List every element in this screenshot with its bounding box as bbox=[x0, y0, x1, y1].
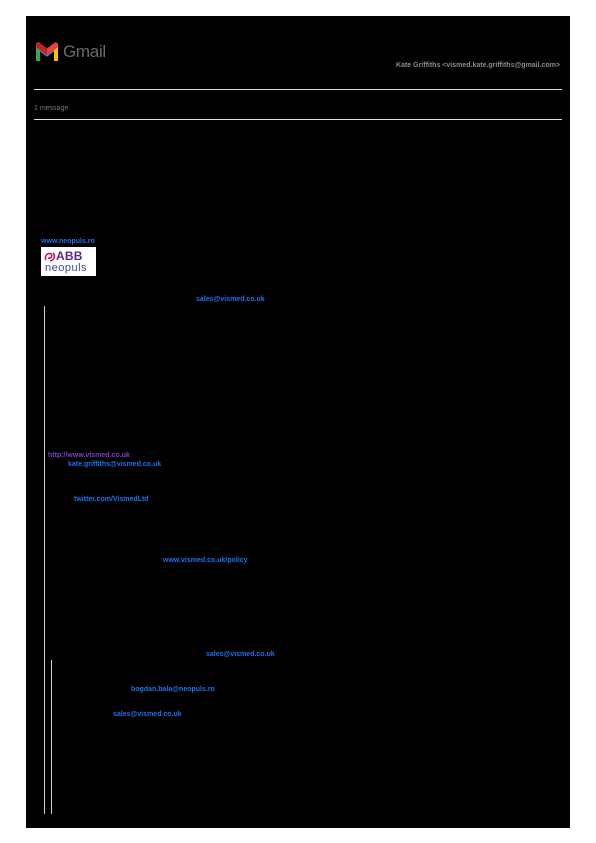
message-count: 1 message bbox=[34, 105, 69, 112]
vismed-website-link[interactable]: http://www.vismed.co.uk bbox=[48, 452, 130, 459]
quote-bar-outer bbox=[44, 306, 45, 814]
kate-email-link[interactable]: kate.griffiths@vismed.co.uk bbox=[68, 461, 162, 468]
header-divider bbox=[34, 89, 562, 90]
gmail-brand-text: Gmail bbox=[63, 42, 106, 61]
quote-bar-inner bbox=[51, 660, 52, 814]
sales-email-link-3[interactable]: sales@vismed.co.uk bbox=[113, 711, 182, 718]
neopuls-website-link[interactable]: www.neopuls.ro bbox=[41, 238, 95, 245]
logo-abb-text: ABB bbox=[56, 249, 83, 263]
email-printout: Gmail Kate Griffiths <vismed.kate.griffi… bbox=[26, 16, 570, 828]
sales-email-link-1[interactable]: sales@vismed.co.uk bbox=[196, 296, 265, 303]
policy-link[interactable]: www.vismed.co.uk/policy bbox=[163, 557, 248, 564]
abb-neopuls-logo: ABB neopuls bbox=[41, 247, 96, 276]
thread-divider bbox=[34, 119, 562, 120]
bogdan-email-link[interactable]: bogdan.bala@neopuls.ro bbox=[131, 686, 215, 693]
logo-neopuls-text: neopuls bbox=[45, 262, 88, 274]
sender-header: Kate Griffiths <vismed.kate.griffiths@gm… bbox=[396, 62, 560, 69]
abb-swirl-icon bbox=[44, 252, 56, 262]
gmail-logo-icon bbox=[36, 42, 58, 61]
twitter-link[interactable]: twitter.com/VismedLtd bbox=[74, 496, 149, 503]
sales-email-link-2[interactable]: sales@vismed.co.uk bbox=[206, 651, 275, 658]
